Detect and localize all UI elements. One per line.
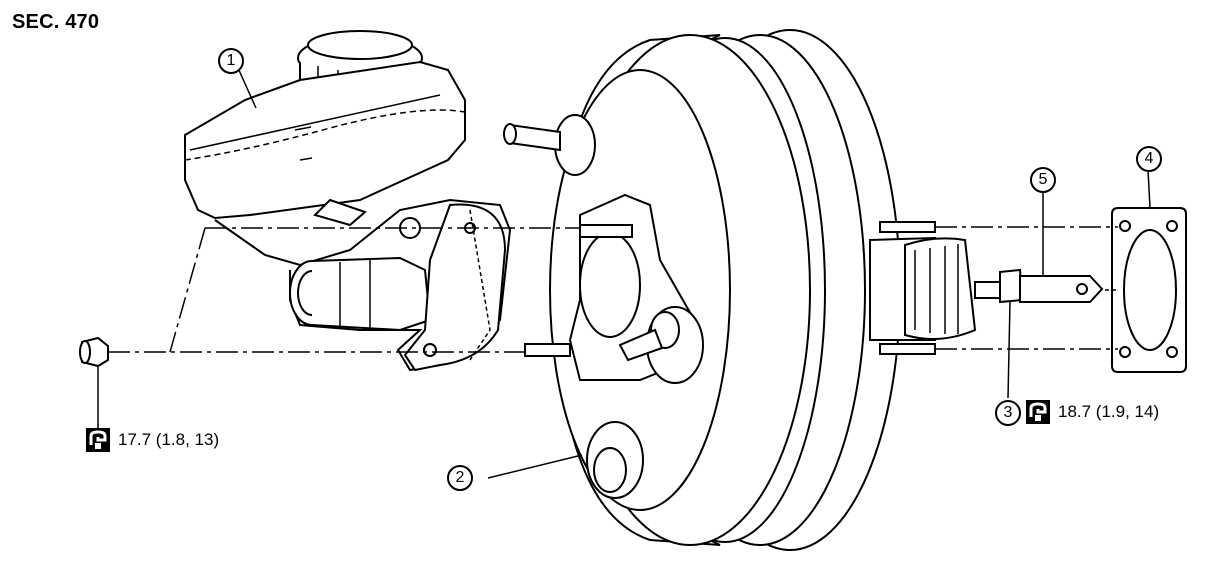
torque-wrench-icon [1026, 400, 1050, 424]
clevis-and-lock-nut [974, 268, 1104, 304]
torque-value-left: 17.7 (1.8, 13) [118, 430, 220, 449]
brake-booster [503, 29, 977, 551]
reservoir-tank [184, 30, 466, 220]
callout-2: 2 [447, 465, 473, 491]
torque-spec-left: 17.7 (1.8, 13) [86, 428, 219, 452]
flange-nut [79, 336, 109, 368]
callout-leaders [97, 67, 1151, 479]
master-cylinder [214, 198, 512, 372]
torque-wrench-icon [86, 428, 110, 452]
section-label: SEC. 470 [12, 11, 100, 33]
callout-5: 5 [1030, 167, 1056, 193]
callout-4: 4 [1136, 146, 1162, 172]
torque-spec-right: 18.7 (1.9, 14) [1026, 400, 1159, 424]
torque-value-right: 18.7 (1.9, 14) [1058, 402, 1160, 421]
assembly-lines [108, 226, 1118, 353]
callout-3: 3 [995, 400, 1021, 426]
gasket [1111, 207, 1187, 373]
callout-1: 1 [218, 48, 244, 74]
